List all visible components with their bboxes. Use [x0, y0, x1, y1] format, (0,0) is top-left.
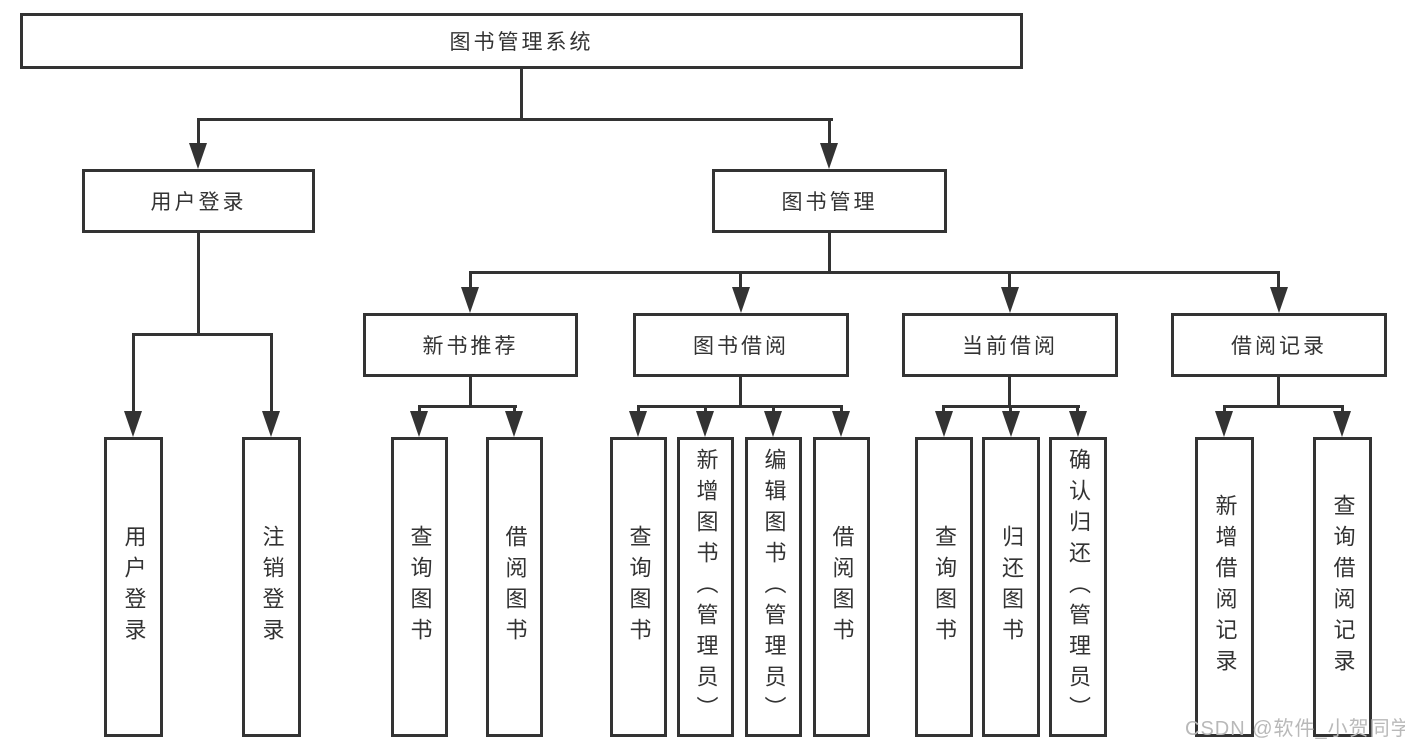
connector-level1-hline	[197, 118, 833, 121]
arrow-down-icon	[696, 411, 714, 437]
leaf-add-borrow-record: 新增借阅记录	[1195, 437, 1254, 737]
leaf-query-book-current: 查询图书	[915, 437, 973, 737]
leaf-borrow-book-recommend: 借阅图书	[486, 437, 543, 737]
arrow-down-icon	[410, 411, 428, 437]
connector-borrow-records-stem	[1277, 377, 1280, 408]
leaf-borrow-book: 借阅图书	[813, 437, 870, 737]
leaf-confirm-return-admin: 确认归还（管理员）	[1049, 437, 1107, 737]
arrow-down-icon	[1069, 411, 1087, 437]
node-current-borrow: 当前借阅	[902, 313, 1118, 377]
connector-drop-book-borrow	[739, 271, 742, 291]
arrow-down-icon	[764, 411, 782, 437]
connector-user-login-stem	[197, 233, 200, 336]
connector-root-stem	[520, 66, 523, 120]
arrow-down-icon	[1333, 411, 1351, 437]
arrow-down-icon	[820, 143, 838, 169]
connector-drop-user-login	[197, 118, 200, 150]
arrow-down-icon	[1001, 287, 1019, 313]
leaf-logout: 注销登录	[242, 437, 301, 737]
node-borrow-records: 借阅记录	[1171, 313, 1387, 377]
arrow-down-icon	[935, 411, 953, 437]
node-user-login: 用户登录	[82, 169, 315, 233]
connector-drop-book-management	[828, 118, 831, 150]
arrow-down-icon	[832, 411, 850, 437]
node-root: 图书管理系统	[20, 13, 1023, 69]
arrow-down-icon	[124, 411, 142, 437]
leaf-user-login: 用户登录	[104, 437, 163, 737]
connector-drop-borrow-records	[1277, 271, 1280, 291]
arrow-down-icon	[189, 143, 207, 169]
connector-drop-leaf-login	[132, 333, 135, 418]
connector-book-borrow-stem	[739, 377, 742, 408]
arrow-down-icon	[732, 287, 750, 313]
csdn-watermark: CSDN @软件_小贺同学	[1185, 718, 1405, 740]
leaf-edit-book-admin: 编辑图书（管理员）	[745, 437, 802, 737]
arrow-down-icon	[262, 411, 280, 437]
connector-new-book-stem	[469, 377, 472, 408]
leaf-add-book-admin: 新增图书（管理员）	[677, 437, 734, 737]
leaf-return-book: 归还图书	[982, 437, 1040, 737]
node-book-management: 图书管理	[712, 169, 947, 233]
connector-new-book-hline	[418, 405, 517, 408]
leaf-query-book-recommend: 查询图书	[391, 437, 448, 737]
connector-current-borrow-stem	[1008, 377, 1011, 408]
leaf-query-borrow-record: 查询借阅记录	[1313, 437, 1372, 737]
arrow-down-icon	[1215, 411, 1233, 437]
connector-borrow-records-hline	[1223, 405, 1344, 408]
leaf-query-book-borrow: 查询图书	[610, 437, 667, 737]
connector-book-borrow-hline	[637, 405, 843, 408]
connector-book-management-stem	[828, 233, 831, 274]
connector-drop-leaf-logout	[270, 333, 273, 418]
connector-level2-hline	[469, 271, 1280, 274]
node-book-borrow: 图书借阅	[633, 313, 849, 377]
node-new-book-recommend: 新书推荐	[363, 313, 578, 377]
arrow-down-icon	[1270, 287, 1288, 313]
arrow-down-icon	[505, 411, 523, 437]
connector-user-login-hline	[132, 333, 273, 336]
connector-drop-new-book	[469, 271, 472, 291]
arrow-down-icon	[461, 287, 479, 313]
connector-drop-current-borrow	[1008, 271, 1011, 291]
arrow-down-icon	[1002, 411, 1020, 437]
arrow-down-icon	[629, 411, 647, 437]
